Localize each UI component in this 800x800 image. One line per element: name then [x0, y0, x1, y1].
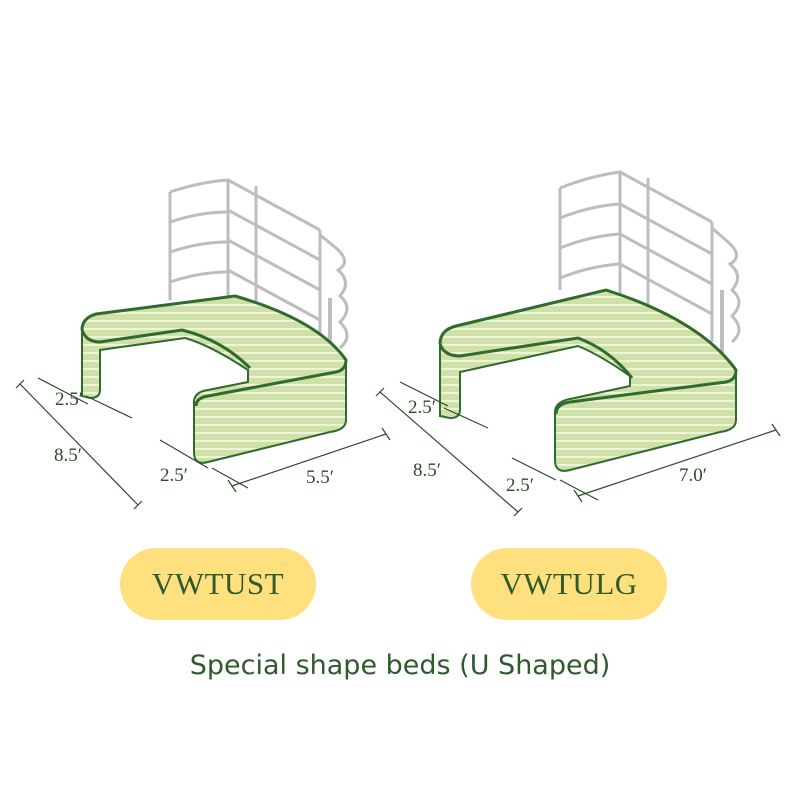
model-badge-vwtust: VWTUST: [120, 548, 316, 620]
dim-opening-vwtulg: 7.0′: [679, 465, 707, 486]
dimension-lines-vwtust: [15, 377, 391, 510]
dim-upper-arm-vwtulg: 2.5′: [408, 397, 436, 418]
bed-illustration-vwtust: 2.5′ 8.5′ 2.5′ 5.5′: [15, 178, 391, 510]
bed-illustration-vwtulg: 2.5′ 8.5′ 2.5′ 7.0′: [375, 170, 781, 517]
trellis-icon: [558, 170, 741, 428]
model-badge-vwtulg: VWTULG: [471, 548, 667, 620]
dim-depth-vwtust: 8.5′: [54, 445, 82, 466]
dim-depth-vwtulg: 8.5′: [413, 460, 441, 481]
dim-lower-arm-vwtulg: 2.5′: [506, 475, 534, 496]
u-bed-vwtust: [80, 294, 348, 464]
dim-opening-vwtust: 5.5′: [306, 467, 334, 488]
model-name-vwtulg: VWTULG: [500, 566, 638, 601]
dim-upper-arm-vwtust: 2.5′: [55, 389, 83, 410]
caption: Special shape beds (U Shaped): [189, 650, 611, 681]
dim-lower-arm-vwtust: 2.5′: [160, 465, 188, 486]
model-name-vwtust: VWTUST: [151, 566, 285, 601]
dimension-lines-vwtulg: [375, 381, 781, 517]
u-bed-vwtulg: [438, 288, 738, 472]
